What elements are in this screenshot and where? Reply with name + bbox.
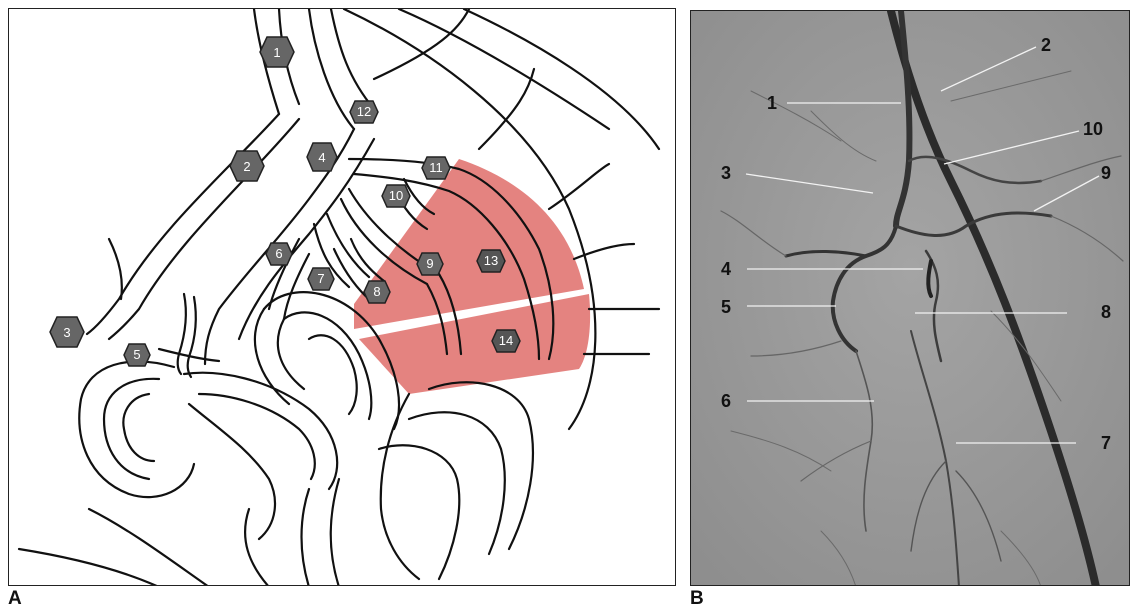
hex-label-13-text: 13 bbox=[484, 253, 498, 268]
panel-letter-b: B bbox=[690, 588, 704, 610]
panel-a-schematic: 1 2 3 4 5 6 7 bbox=[8, 8, 676, 586]
hex-label-8: 8 bbox=[364, 281, 390, 303]
hex-label-1-text: 1 bbox=[273, 45, 280, 60]
angio-label-6: 6 bbox=[721, 391, 731, 411]
hex-label-8-text: 8 bbox=[373, 284, 380, 299]
angio-label-9: 9 bbox=[1101, 163, 1111, 183]
hex-label-5-text: 5 bbox=[133, 347, 140, 362]
angio-label-10: 10 bbox=[1083, 119, 1103, 139]
panel-letter-a: A bbox=[8, 588, 22, 610]
hex-label-12: 12 bbox=[350, 101, 378, 123]
angiogram-image: 1 2 3 10 9 4 5 8 6 7 bbox=[691, 11, 1130, 586]
hex-label-9-text: 9 bbox=[426, 256, 433, 271]
hex-label-2-text: 2 bbox=[243, 159, 250, 174]
hex-label-14-text: 14 bbox=[499, 333, 513, 348]
angio-label-4: 4 bbox=[721, 259, 731, 279]
hex-label-7-text: 7 bbox=[317, 271, 324, 286]
angio-label-8: 8 bbox=[1101, 302, 1111, 322]
hex-label-4-text: 4 bbox=[318, 150, 325, 165]
hex-label-6-text: 6 bbox=[275, 246, 282, 261]
hex-label-3: 3 bbox=[50, 317, 84, 347]
hex-label-11: 11 bbox=[422, 157, 450, 179]
pelvic-vessel-schematic: 1 2 3 4 5 6 7 bbox=[9, 9, 676, 586]
hex-label-4: 4 bbox=[307, 143, 337, 171]
angio-label-5: 5 bbox=[721, 297, 731, 317]
hex-label-1: 1 bbox=[260, 37, 294, 67]
hex-label-10-text: 10 bbox=[389, 188, 403, 203]
hex-label-11-text: 11 bbox=[429, 160, 443, 175]
angio-label-3: 3 bbox=[721, 163, 731, 183]
hex-label-2: 2 bbox=[230, 151, 264, 181]
angio-label-7: 7 bbox=[1101, 433, 1111, 453]
hex-label-9: 9 bbox=[417, 253, 443, 275]
hex-label-6: 6 bbox=[266, 243, 292, 265]
hex-label-13: 13 bbox=[477, 250, 505, 272]
hex-label-3-text: 3 bbox=[63, 325, 70, 340]
hex-label-5: 5 bbox=[124, 344, 150, 366]
hex-label-14: 14 bbox=[492, 330, 520, 352]
vessel-outlines bbox=[19, 9, 659, 586]
angio-label-1: 1 bbox=[767, 93, 777, 113]
hex-label-12-text: 12 bbox=[357, 104, 371, 119]
panel-b-angiogram: 1 2 3 10 9 4 5 8 6 7 bbox=[690, 10, 1130, 586]
hex-label-10: 10 bbox=[382, 185, 410, 207]
angio-label-2: 2 bbox=[1041, 35, 1051, 55]
hex-label-7: 7 bbox=[308, 268, 334, 290]
